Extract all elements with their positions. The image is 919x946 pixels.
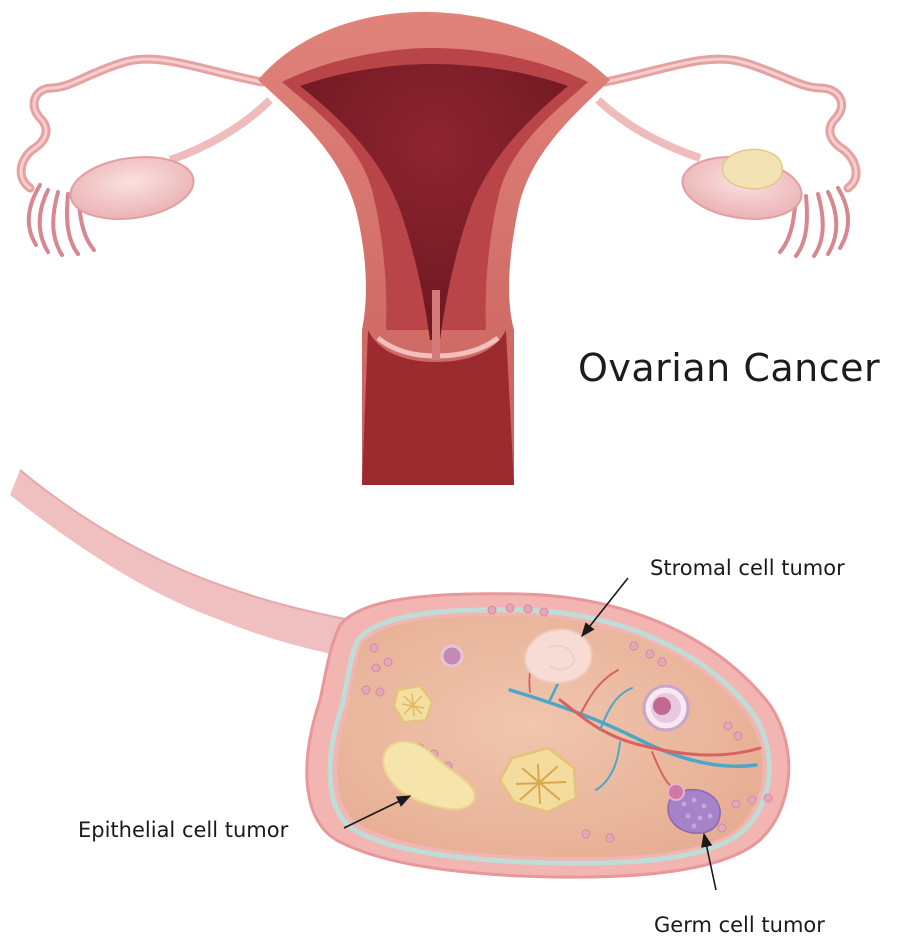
primary-follicle [442, 646, 462, 666]
diagram-title: Ovarian Cancer [578, 346, 880, 390]
ovarian-ligament [10, 470, 360, 660]
epithelial-cell-tumor-label: Epithelial cell tumor [78, 818, 288, 842]
germ-cell-tumor-label: Germ cell tumor [654, 913, 825, 937]
right-ovary-tumor [722, 149, 782, 188]
stromal-cell-tumor-label: Stromal cell tumor [650, 556, 845, 580]
graafian-follicle [644, 686, 688, 730]
enlarged-ovary [10, 470, 789, 877]
uterus [21, 12, 856, 485]
